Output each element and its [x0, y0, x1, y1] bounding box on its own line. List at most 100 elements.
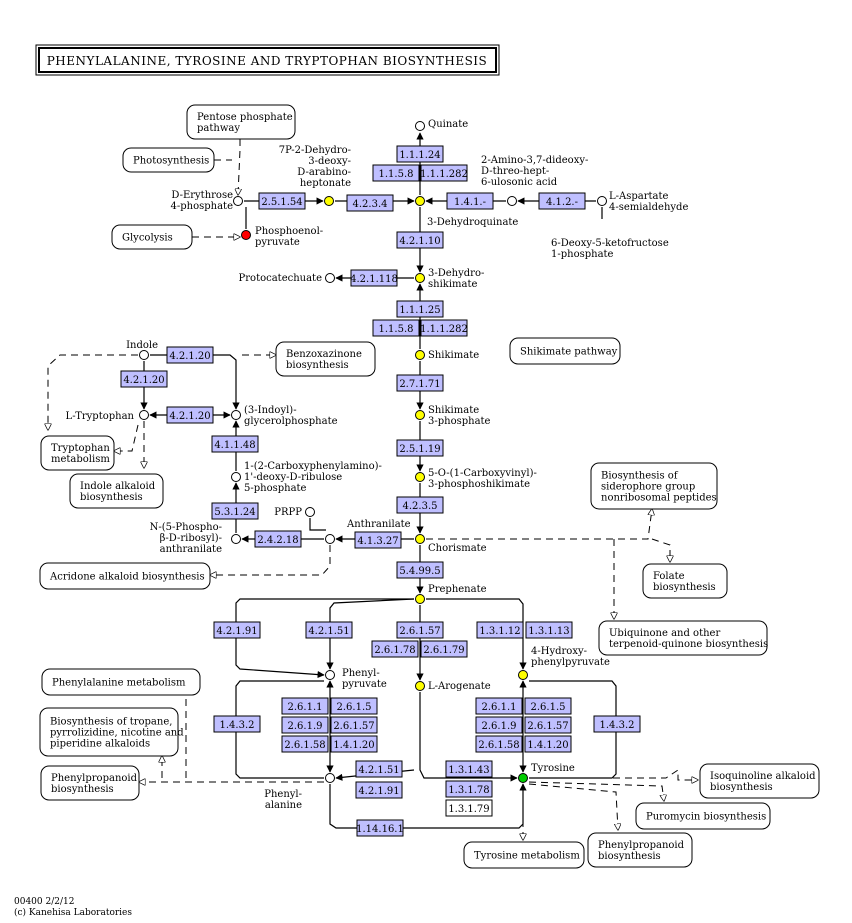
- compound-pep[interactable]: Phosphoenol-pyruvate: [241, 226, 324, 248]
- compound-phepyr[interactable]: Phenyl-pyruvate: [325, 668, 387, 690]
- compound-node[interactable]: [231, 472, 241, 482]
- compound-node[interactable]: [233, 196, 243, 206]
- enzyme-box[interactable]: 1.4.1.20: [330, 735, 378, 753]
- enzyme-box[interactable]: 1.14.16.1: [356, 819, 404, 837]
- compound-dhquinate[interactable]: 3-Dehydroquinate: [415, 196, 519, 229]
- enzyme-box[interactable]: 2.5.1.19: [396, 439, 444, 457]
- enzyme-box[interactable]: 4.2.1.20: [166, 406, 214, 424]
- enzyme-box[interactable]: 1.1.5.8: [372, 164, 420, 182]
- compound-dahp[interactable]: 7P-2-Dehydro-3-deoxy-D-arabino-heptonate: [279, 145, 351, 206]
- enzyme-box[interactable]: 4.2.1.10: [396, 231, 444, 249]
- compound-quinate[interactable]: Quinate: [415, 119, 469, 131]
- enzyme-box[interactable]: 1.3.1.43: [445, 760, 493, 778]
- compound-node[interactable]: [415, 121, 425, 131]
- compound-node[interactable]: [415, 196, 425, 206]
- compound-node[interactable]: [597, 196, 607, 206]
- enzyme-box[interactable]: 1.4.1.20: [524, 735, 572, 753]
- pathway-link-photosynthesis[interactable]: Photosynthesis: [122, 147, 215, 173]
- enzyme-box[interactable]: 4.2.1.91: [213, 621, 261, 639]
- compound-shikimate[interactable]: Shikimate: [415, 350, 480, 361]
- compound-node[interactable]: [231, 410, 241, 420]
- enzyme-box[interactable]: 4.1.3.27: [354, 531, 402, 549]
- compound-aminodideoxy[interactable]: 2-Amino-3,7-dideoxy-D-threo-hept-6-uloso…: [481, 155, 588, 206]
- enzyme-box[interactable]: 2.6.1.78: [371, 640, 419, 658]
- compound-prpp[interactable]: PRPP: [274, 507, 315, 518]
- pathway-link-acridone[interactable]: Acridone alkaloid biosynthesis: [39, 562, 211, 590]
- enzyme-box[interactable]: 1.1.5.8: [372, 319, 420, 337]
- enzyme-box[interactable]: 1.3.1.79: [445, 799, 493, 817]
- compound-node[interactable]: [305, 507, 315, 517]
- compound-tyr[interactable]: Tyrosine: [518, 763, 575, 783]
- compound-anthranilate[interactable]: Anthranilate: [325, 519, 411, 544]
- enzyme-box[interactable]: 2.6.1.79: [420, 640, 468, 658]
- compound-node[interactable]: [241, 230, 251, 240]
- enzyme-box[interactable]: 4.2.1.20: [166, 346, 214, 364]
- compound-node[interactable]: [139, 410, 149, 420]
- compound-node[interactable]: [415, 350, 425, 360]
- compound-epsp[interactable]: 5-O-(1-Carboxyvinyl)-3-phosphoshikimate: [415, 468, 537, 490]
- compound-chorismate[interactable]: Chorismate: [415, 534, 487, 555]
- pathway-link-phemet[interactable]: Phenylalanine metabolism: [41, 668, 201, 696]
- compound-prephenate[interactable]: Prephenate: [415, 584, 487, 604]
- pathway-link-tropane[interactable]: Biosynthesis of tropane,pyrrolizidine, n…: [39, 707, 184, 757]
- enzyme-box[interactable]: 2.5.1.54: [258, 192, 306, 210]
- enzyme-box[interactable]: 1.4.3.2: [213, 715, 261, 733]
- enzyme-box[interactable]: 1.4.1.-: [446, 192, 494, 210]
- enzyme-box[interactable]: 4.2.3.4: [346, 194, 394, 212]
- enzyme-box[interactable]: 1.3.1.78: [445, 780, 493, 798]
- enzyme-box[interactable]: 2.6.1.1: [475, 697, 523, 715]
- enzyme-box[interactable]: 2.6.1.57: [330, 716, 378, 734]
- compound-trp[interactable]: L-Tryptophan: [66, 410, 149, 423]
- enzyme-box[interactable]: 2.6.1.58: [281, 735, 329, 753]
- compound-node[interactable]: [518, 670, 528, 680]
- enzyme-box[interactable]: 2.6.1.58: [475, 735, 523, 753]
- compound-indole[interactable]: Indole: [126, 340, 158, 360]
- compound-dhshikimate[interactable]: 3-Dehydro-shikimate: [415, 268, 485, 290]
- compound-phe[interactable]: Phenyl-alanine: [264, 773, 335, 812]
- enzyme-box[interactable]: 2.6.1.9: [281, 716, 329, 734]
- compound-node[interactable]: [139, 350, 149, 360]
- enzyme-box[interactable]: 1.4.3.2: [593, 715, 641, 733]
- enzyme-box[interactable]: 4.1.2.-: [538, 192, 586, 210]
- enzyme-box[interactable]: 1.3.1.12: [476, 621, 524, 639]
- compound-node[interactable]: [507, 196, 517, 206]
- enzyme-box[interactable]: 4.1.1.48: [211, 435, 259, 453]
- compound-npra[interactable]: N-(5-Phospho-β-D-ribosyl)-anthranilate: [150, 522, 241, 555]
- compound-node[interactable]: [325, 273, 335, 283]
- compound-node[interactable]: [415, 681, 425, 691]
- compound-hppyr[interactable]: 4-Hydroxy-phenylpyruvate: [518, 646, 610, 680]
- enzyme-box[interactable]: 4.2.1.118: [350, 269, 398, 287]
- compound-node[interactable]: [325, 670, 335, 680]
- compound-node[interactable]: [415, 273, 425, 283]
- enzyme-box[interactable]: 2.4.2.18: [254, 530, 302, 548]
- pathway-link-puromycin[interactable]: Puromycin biosynthesis: [635, 802, 771, 830]
- enzyme-box[interactable]: 1.1.1.282: [420, 164, 468, 182]
- enzyme-box[interactable]: 2.6.1.57: [396, 621, 444, 639]
- enzyme-box[interactable]: 4.2.1.51: [305, 621, 353, 639]
- enzyme-box[interactable]: 4.2.1.20: [120, 370, 168, 388]
- compound-igp[interactable]: (3-Indoyl)-glycerolphosphate: [231, 405, 338, 427]
- compound-node[interactable]: [324, 196, 334, 206]
- compound-node[interactable]: [231, 534, 241, 544]
- pathway-link-shikimate[interactable]: Shikimate pathway: [509, 337, 621, 365]
- compound-arogenate[interactable]: L-Arogenate: [415, 681, 491, 692]
- compound-node[interactable]: [415, 472, 425, 482]
- pathway-link-tyrmet[interactable]: Tyrosine metabolism: [463, 841, 585, 869]
- compound-node[interactable]: [415, 594, 425, 604]
- enzyme-box[interactable]: 4.2.1.51: [355, 760, 403, 778]
- compound-protocatechuate[interactable]: Protocatechuate: [239, 273, 335, 284]
- enzyme-box[interactable]: 2.7.1.71: [396, 374, 444, 392]
- enzyme-box[interactable]: 1.1.1.24: [396, 145, 444, 163]
